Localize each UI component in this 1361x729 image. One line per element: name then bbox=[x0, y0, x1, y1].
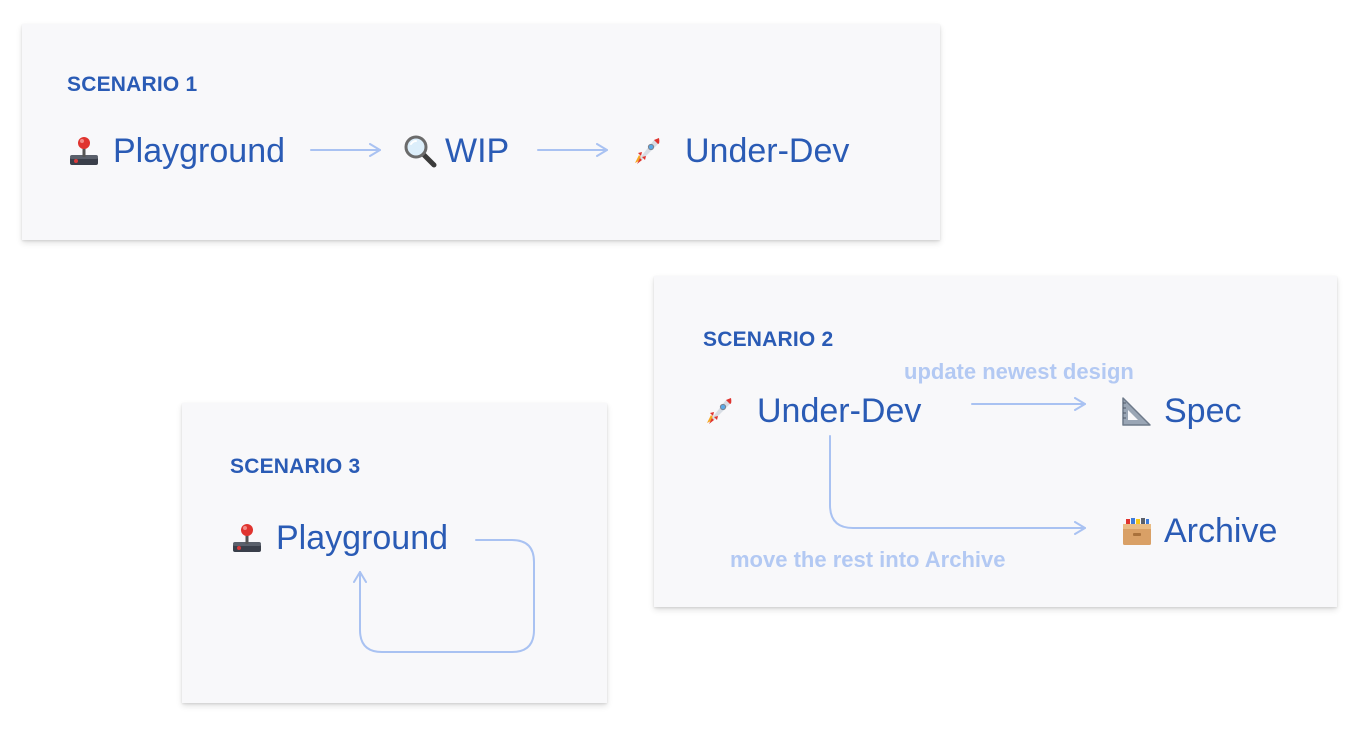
card-file-box-icon bbox=[1120, 514, 1154, 548]
scenario-1-card bbox=[22, 24, 940, 240]
scenario-3-heading: SCENARIO 3 bbox=[230, 455, 361, 478]
rocket-icon bbox=[702, 394, 736, 428]
s1-node-under-dev-label: Under-Dev bbox=[685, 132, 850, 170]
s2-node-archive: Archive bbox=[1120, 511, 1277, 551]
s1-node-wip: WIP bbox=[403, 131, 509, 171]
s2-edge-label-archive: move the rest into Archive bbox=[730, 547, 1006, 572]
magnifier-icon bbox=[403, 134, 437, 168]
s2-node-spec: Spec bbox=[1120, 391, 1242, 431]
s2-node-archive-label: Archive bbox=[1164, 512, 1278, 550]
s2-node-spec-label: Spec bbox=[1164, 392, 1242, 430]
rocket-icon bbox=[630, 134, 664, 168]
s1-node-playground-label: Playground bbox=[113, 132, 286, 170]
s1-node-playground: Playground bbox=[67, 131, 285, 171]
joystick-icon bbox=[230, 521, 264, 555]
s3-node-playground-label: Playground bbox=[276, 519, 449, 557]
s2-edge-label-spec: update newest design bbox=[904, 359, 1134, 384]
s2-node-under-dev-label: Under-Dev bbox=[757, 392, 922, 430]
scenario-1-heading: SCENARIO 1 bbox=[67, 73, 198, 96]
joystick-icon bbox=[67, 134, 101, 168]
triangle-ruler-icon bbox=[1120, 394, 1154, 428]
s1-node-under-dev: Under-Dev bbox=[630, 131, 849, 171]
s1-node-wip-label: WIP bbox=[445, 132, 510, 170]
scenario-2-heading: SCENARIO 2 bbox=[703, 328, 834, 351]
s2-node-under-dev: Under-Dev bbox=[702, 391, 921, 431]
s3-node-playground: Playground bbox=[230, 518, 448, 558]
